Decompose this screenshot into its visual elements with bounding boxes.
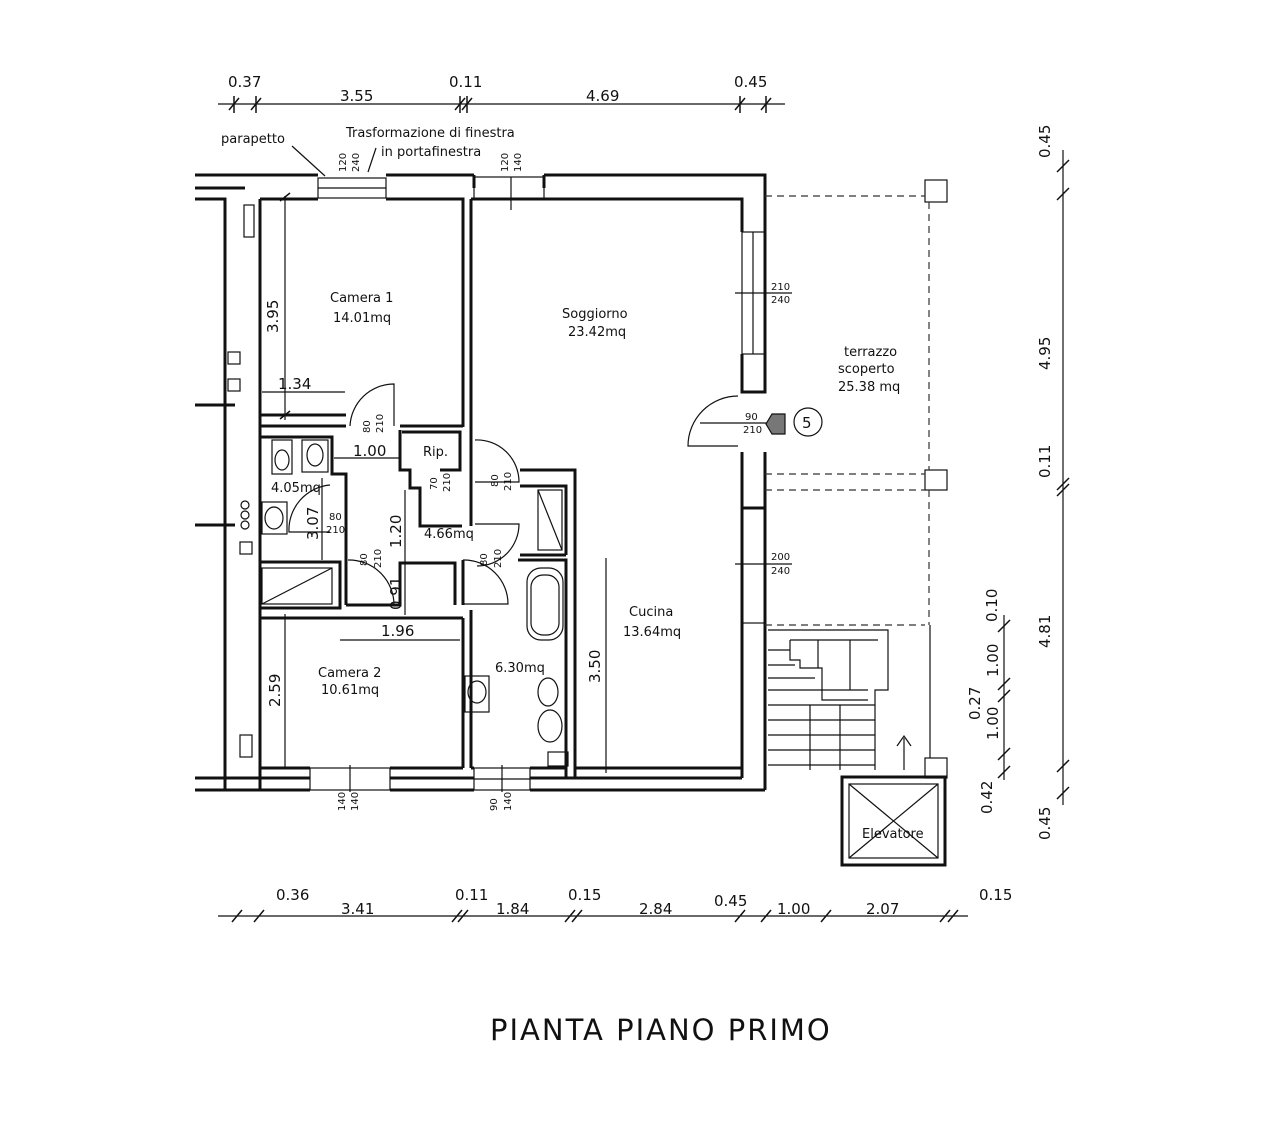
bagno1-height-dim: 3.07	[304, 507, 322, 540]
w-soggiorno-top: 120	[500, 153, 511, 172]
camera2-height-dim: 2.59	[266, 674, 284, 707]
terrazzo-area: 25.38 mq	[838, 380, 900, 395]
camera2-name: Camera 2	[318, 666, 381, 681]
camera1-height-dim: 3.95	[264, 300, 282, 333]
d-rip-bot: 210	[442, 473, 453, 492]
right-outer-dim-1: 4.95	[1036, 337, 1054, 370]
hall-width-dim: 1.00	[353, 442, 386, 460]
bottom-dim-0: 0.36	[276, 886, 309, 904]
right-dimension-line-inner: 0.10 1.00 0.27 1.00 0.42	[966, 589, 1011, 814]
d-rip-top: 70	[429, 477, 440, 490]
d-sogg-top: 80	[490, 474, 501, 487]
cucina-height-dim: 3.50	[586, 650, 604, 683]
view-marker-number: 5	[802, 414, 812, 432]
top-dimension-line: 0.37 3.55 0.11 4.69 0.45	[218, 73, 785, 113]
bottom-dimension-line: 0.36 3.41 0.11 1.84 0.15 2.84 0.45 1.00 …	[218, 886, 1012, 923]
bottom-dim-3: 1.84	[496, 900, 529, 918]
w-camera2-bot: 140	[350, 792, 361, 811]
view-marker: 5	[765, 407, 823, 437]
d-bagno2-bot: 210	[493, 549, 504, 568]
camera1-name: Camera 1	[330, 291, 393, 306]
right-inner-dim-3: 1.00	[984, 707, 1002, 740]
door-terrace-bot: 210	[743, 425, 762, 436]
d-camera2-bot: 210	[373, 549, 384, 568]
right-inner-dim-0: 0.10	[983, 589, 1001, 622]
w-terrace1-top: 210	[771, 282, 790, 293]
bottom-dim-6: 0.45	[714, 892, 747, 910]
top-dim-4: 0.45	[734, 73, 767, 91]
disimpegno-area: 4.66mq	[424, 527, 474, 542]
right-inner-dim-2: 0.27	[966, 687, 984, 720]
d-bagno1-top: 80	[329, 512, 342, 523]
right-inner-dim-1: 1.00	[984, 644, 1002, 677]
parapetto-label: parapetto	[221, 132, 285, 147]
w-parapetto-bot: 240	[351, 153, 362, 172]
d-bagno1-bot: 210	[326, 525, 345, 536]
trasformazione-label-line1: Trasformazione di finestra	[345, 126, 515, 141]
plan-title: PIANTA PIANO PRIMO	[490, 1013, 832, 1047]
d-camera1-top: 80	[362, 420, 373, 433]
terrace	[765, 179, 948, 779]
soggiorno-name: Soggiorno	[562, 307, 628, 322]
camera1-area: 14.01mq	[333, 311, 391, 326]
bottom-dim-8: 2.07	[866, 900, 899, 918]
w-bagno2-top: 90	[489, 798, 500, 811]
cucina-name: Cucina	[629, 605, 673, 620]
bottom-dim-7: 1.00	[777, 900, 810, 918]
trasformazione-label-line2: in portafinestra	[381, 145, 481, 160]
elevator: Elevatore	[840, 775, 947, 867]
interior-dimensions: 3.95 1.34 1.00 3.07 1.20 0.91 1.96 2.59 …	[262, 192, 607, 773]
right-inner-dim-4: 0.42	[978, 781, 996, 814]
hall-height-dim: 1.20	[387, 515, 405, 548]
ripostiglio-name: Rip.	[423, 445, 448, 460]
d-bagno2-top: 80	[479, 553, 490, 566]
terrazzo-name-2: scoperto	[838, 362, 895, 377]
w-terrace2-bot: 240	[771, 566, 790, 577]
door-swings	[288, 383, 739, 606]
w-terrace2-top: 200	[771, 552, 790, 563]
top-dim-3: 4.69	[586, 87, 619, 105]
top-dim-0: 0.37	[228, 73, 261, 91]
bottom-dim-4: 0.15	[568, 886, 601, 904]
bottom-dim-9: 0.15	[979, 886, 1012, 904]
soggiorno-area: 23.42mq	[568, 325, 626, 340]
w-bagno2-bot: 140	[503, 792, 514, 811]
elevatore-label: Elevatore	[862, 827, 924, 842]
opening-labels: 120 240 120 140 210 240 90 210 200 240 8…	[326, 153, 792, 811]
right-outer-dim-3: 4.81	[1036, 615, 1054, 648]
door-terrace-top: 90	[745, 412, 758, 423]
terrazzo-name-1: terrazzo	[844, 345, 897, 360]
fixtures	[240, 439, 564, 743]
top-annotations: parapetto Trasformazione di finestra in …	[221, 126, 515, 177]
w-camera2-top: 140	[337, 792, 348, 811]
bottom-dim-2: 0.11	[455, 886, 488, 904]
right-outer-dim-4: 0.45	[1036, 807, 1054, 840]
bottom-dim-5: 2.84	[639, 900, 672, 918]
camera2-area: 10.61mq	[321, 683, 379, 698]
hall-small-dim: 0.91	[387, 577, 405, 610]
camera1-width-dim: 1.34	[278, 375, 311, 393]
top-dim-1: 3.55	[340, 87, 373, 105]
camera2-width-dim: 1.96	[381, 622, 414, 640]
w-terrace1-bot: 240	[771, 295, 790, 306]
bagno2-area: 6.30mq	[495, 661, 545, 676]
d-camera2-top: 80	[359, 553, 370, 566]
right-outer-dim-0: 0.45	[1036, 125, 1054, 158]
right-dimension-line-outer: 0.45 4.95 0.11 4.81 0.45	[1036, 125, 1070, 840]
w-parapetto-top: 120	[338, 153, 349, 172]
bottom-dim-1: 3.41	[341, 900, 374, 918]
bagno1-area: 4.05mq	[271, 481, 321, 496]
room-labels: Camera 1 14.01mq Soggiorno 23.42mq terra…	[271, 291, 900, 698]
top-dim-2: 0.11	[449, 73, 482, 91]
stairs	[768, 629, 912, 770]
right-outer-dim-2: 0.11	[1036, 445, 1054, 478]
cucina-area: 13.64mq	[623, 625, 681, 640]
w-soggiorno-bot: 140	[513, 153, 524, 172]
d-camera1-bot: 210	[375, 414, 386, 433]
